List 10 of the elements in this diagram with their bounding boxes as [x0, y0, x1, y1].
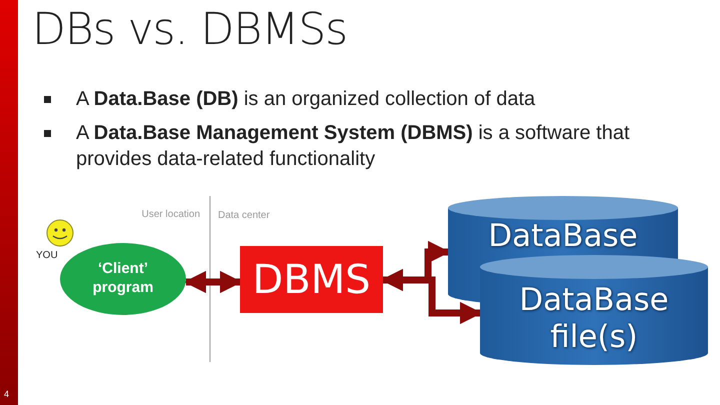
zone-label: User location [140, 209, 200, 220]
client-ellipse: ‘Client’ program [60, 243, 186, 315]
process-box: DBMS [240, 246, 383, 313]
zone-label: Data center [218, 210, 270, 221]
bullet-text: A Data.Base (DB) is an organized collection of data [76, 87, 536, 112]
person-label: YOU [36, 250, 58, 261]
double-arrow [184, 270, 242, 294]
page-number: 4 [4, 389, 10, 399]
bullet-text: A Data.Base Management System (DBMS) is a software that provides data-related functionality [76, 121, 631, 172]
slide-title: DBs vs. DBMSs [32, 4, 348, 55]
